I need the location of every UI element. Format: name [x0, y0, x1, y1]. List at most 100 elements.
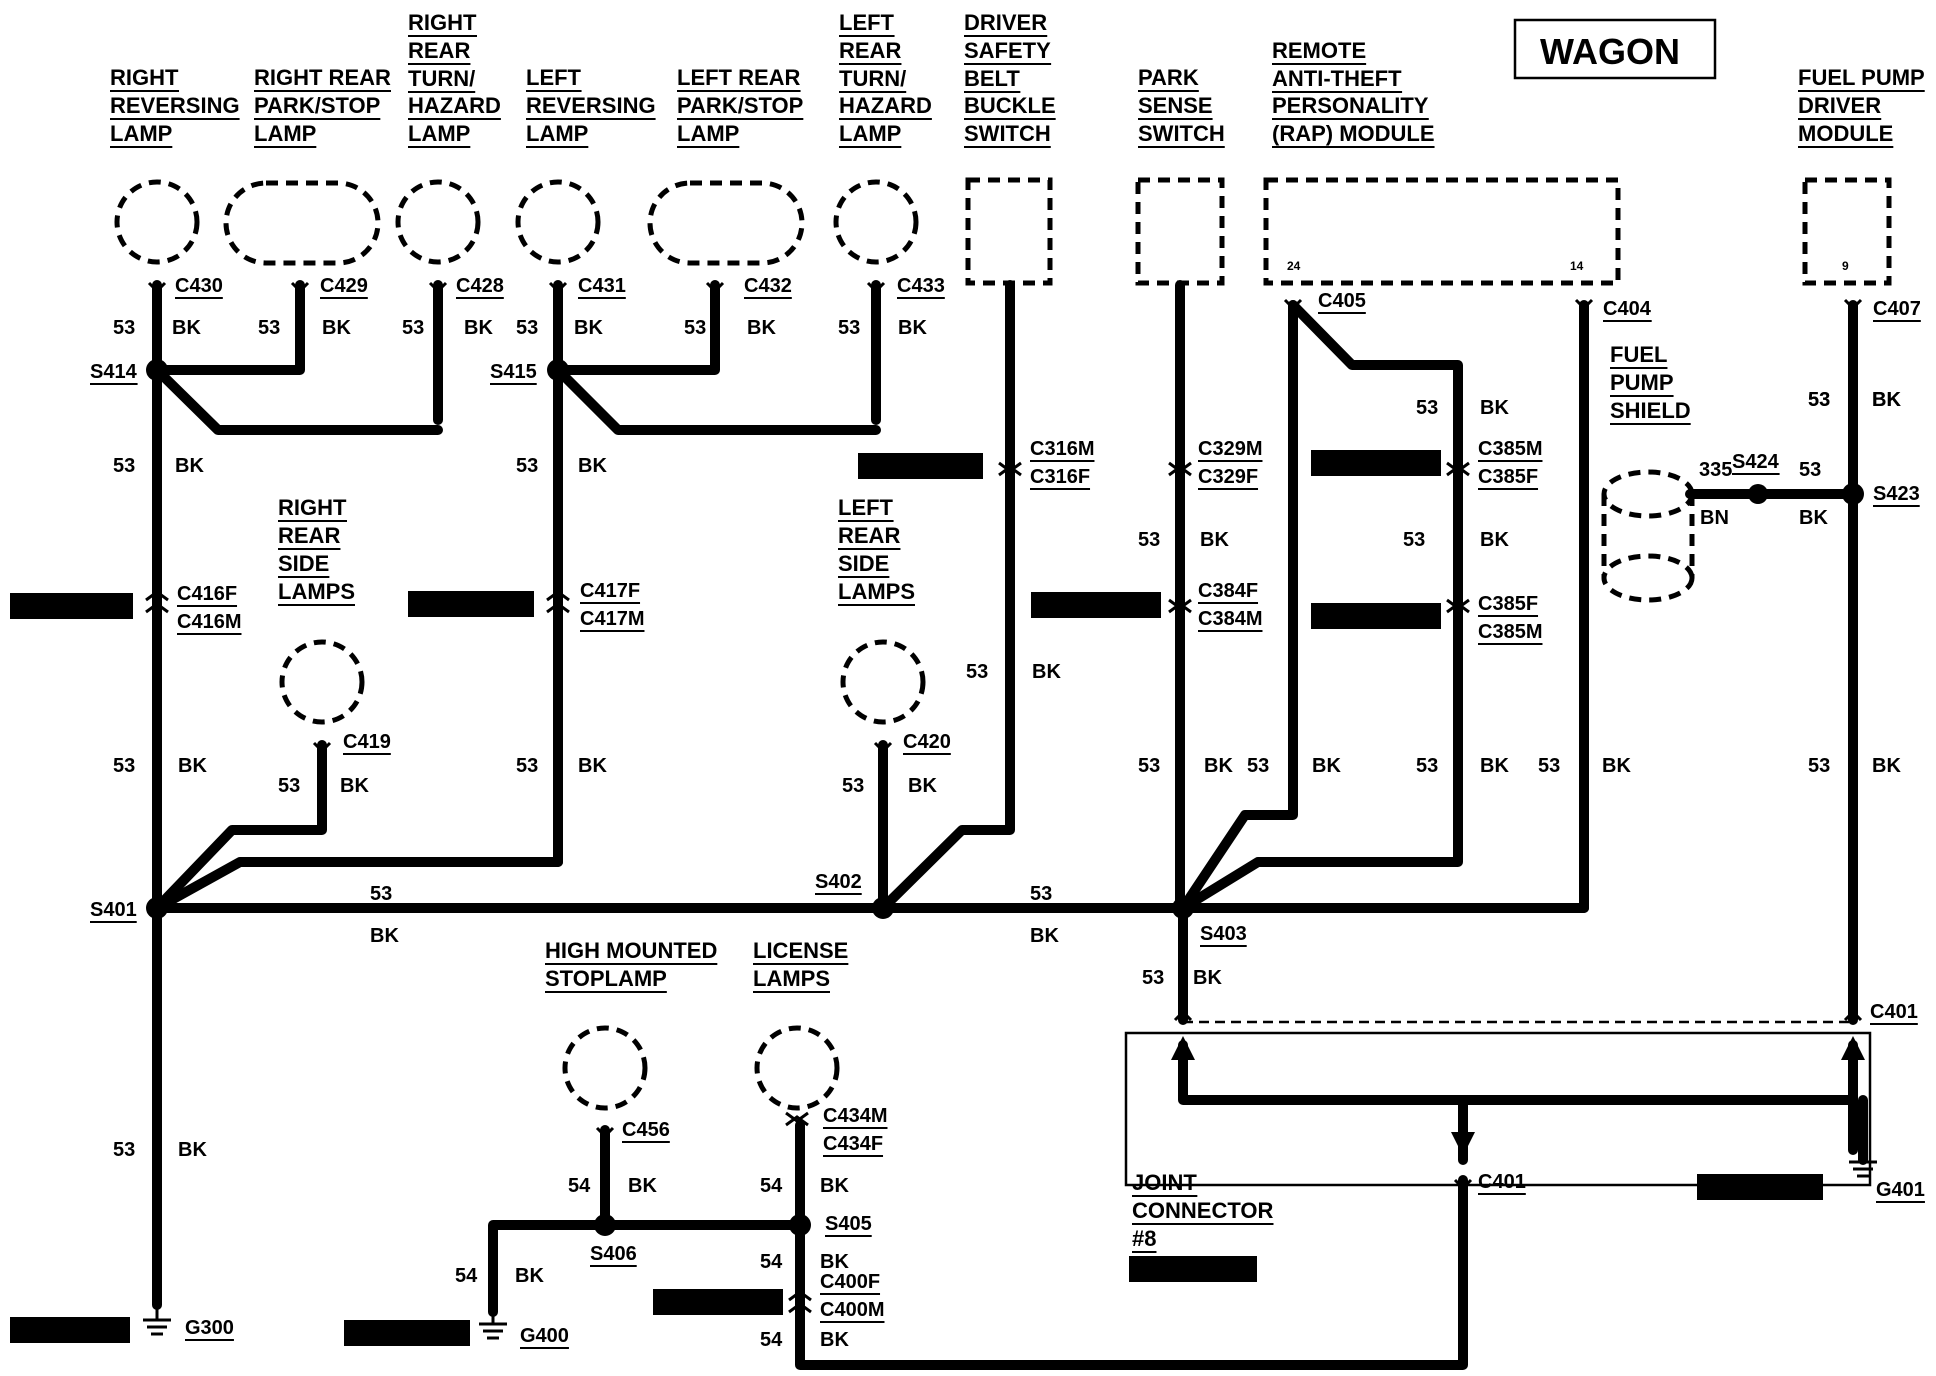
mark-c385-top [1446, 461, 1470, 477]
caption-rap-2: ANTI-THEFT [1272, 66, 1402, 91]
s405-dot [789, 1214, 811, 1236]
caption-park-sense-1: PARK [1138, 65, 1199, 90]
wire-c401-c400 [795, 1175, 1468, 1370]
wire-label: BK [578, 455, 607, 477]
s424-dot [1748, 484, 1768, 504]
fuel-pump-shield-symbol [1601, 469, 1695, 603]
wire-s415-s401 [152, 857, 563, 913]
wire-label: 53 [1138, 529, 1160, 551]
caption-fpdm-2: DRIVER [1798, 93, 1881, 118]
caption-left-rear-turn-4: HAZARD [839, 93, 932, 118]
s403-dot [1172, 897, 1194, 919]
label-c329m: C329M [1198, 438, 1262, 460]
s406-dot [594, 1214, 616, 1236]
wire-label: BK [175, 455, 204, 477]
label-c433: C433 [897, 275, 945, 297]
caption-left-rear-turn-2: REAR [839, 38, 901, 63]
wire-label: 54 [760, 1175, 783, 1197]
wire-label: 53 [278, 775, 300, 797]
wire-label: BK [370, 925, 399, 947]
ref-g400-text: 151 – 10 E10 [365, 1325, 449, 1341]
splice-labels: S414 S415 S401 S402 S403 S405 S406 S424 … [90, 361, 1925, 1349]
wire-s415-c433-diag [553, 365, 881, 435]
ref-c416-box [10, 593, 133, 619]
wire-label: 54 [568, 1175, 591, 1197]
wire-label: BK [464, 317, 493, 339]
label-s406: S406 [590, 1243, 637, 1265]
wire-s414-c428-diag [152, 365, 443, 435]
label-s401: S401 [90, 899, 137, 921]
wire-label: 53 [684, 317, 706, 339]
ref-g300-box [10, 1317, 130, 1343]
s402-dot [872, 897, 894, 919]
wire-label: BK [172, 317, 201, 339]
right-rear-turn-hazard-lamp-symbol [395, 179, 481, 265]
ref-c316-text: 151 – 9 D1 [886, 458, 955, 474]
right-rear-park-stop-lamp-symbol [223, 180, 381, 266]
caption-right-rear-turn-3: TURN/ [408, 66, 475, 91]
wire-c419-s401 [152, 740, 327, 913]
ref-c417-text: 151 – 9 F8 [438, 596, 505, 612]
ref-g401-text: 151 – 9 F9 [1727, 1179, 1794, 1195]
driver-safety-belt-buckle-switch-symbol [965, 177, 1053, 286]
label-c385f-bot: C385F [1478, 593, 1538, 615]
caption-right-side-3: SIDE [278, 551, 329, 576]
ref-jc8-text: 151 – 9 F9 [1160, 1261, 1227, 1277]
label-c430: C430 [175, 275, 223, 297]
wire-label-c400-bk: BK [820, 1329, 849, 1351]
wire-label: 53 [1416, 397, 1438, 419]
caption-left-rear-turn-1: LEFT [839, 10, 895, 35]
label-g300: G300 [185, 1317, 234, 1339]
jc-arrow-left [1171, 1036, 1195, 1060]
wire-label: BK [1032, 661, 1061, 683]
wire-s405-s406-g400 [488, 1220, 805, 1317]
caption-fpdm-3: MODULE [1798, 121, 1893, 146]
label-s423: S423 [1873, 483, 1920, 505]
wire-label: 53 [1808, 389, 1830, 411]
wire-label: 335 [1699, 459, 1732, 481]
caption-left-rear-turn-5: LAMP [839, 121, 901, 146]
caption-left-rear-park-stop-2: PARK/STOP [677, 93, 803, 118]
rap-module-symbol [1263, 177, 1621, 286]
wire-label: 53 [258, 317, 280, 339]
ref-c384-text: 151 – 9 B1 [1062, 597, 1131, 613]
caption-right-rear-turn-2: REAR [408, 38, 470, 63]
wire-label: 53 [1416, 755, 1438, 777]
caption-right-rear-park-stop-3: LAMP [254, 121, 316, 146]
wire-label: 53 [516, 317, 538, 339]
connector-pin-marks [147, 281, 1863, 1191]
ref-c384-box [1031, 592, 1161, 618]
caption-right-rear-park-stop-2: PARK/STOP [254, 93, 380, 118]
left-rear-park-stop-lamp-symbol [647, 180, 805, 266]
label-g400: G400 [520, 1325, 569, 1347]
label-s403: S403 [1200, 923, 1247, 945]
label-c434m: C434M [823, 1105, 887, 1127]
label-c404: C404 [1603, 298, 1652, 320]
wire-label: BK [820, 1251, 849, 1273]
mark-c385-bot [1446, 598, 1470, 614]
wire-label: BK [1602, 755, 1631, 777]
wire-label: BK [1030, 925, 1059, 947]
wire-label: 53 [1247, 755, 1269, 777]
caption-fpdm-1: FUEL PUMP [1798, 65, 1925, 90]
wire-label: 53 [1808, 389, 1830, 411]
label-c429: C429 [320, 275, 368, 297]
ground-symbols [143, 1160, 1877, 1340]
caption-right-rear-park-stop-1: RIGHT REAR [254, 65, 391, 90]
wire-label: BK [322, 317, 351, 339]
wagon-badge: WAGON [1540, 31, 1680, 72]
wire-label: BK [1204, 755, 1233, 777]
caption-fuel-shield-3: SHIELD [1610, 398, 1691, 423]
label-s414: S414 [90, 361, 138, 383]
caption-rap-4: (RAP) MODULE [1272, 121, 1435, 146]
g400-ground-icon [479, 1312, 507, 1340]
caption-driver-belt-2: SAFETY [964, 38, 1051, 63]
caption-left-side-2: REAR [838, 523, 900, 548]
ref-c416-text: 151 – 9 E10 [33, 598, 109, 614]
caption-chmsl-2: STOPLAMP [545, 966, 667, 991]
mark-c400 [788, 1290, 812, 1314]
label-c419: C419 [343, 731, 391, 753]
ref-g400-box [344, 1320, 470, 1346]
wire-label: BK [1480, 755, 1509, 777]
